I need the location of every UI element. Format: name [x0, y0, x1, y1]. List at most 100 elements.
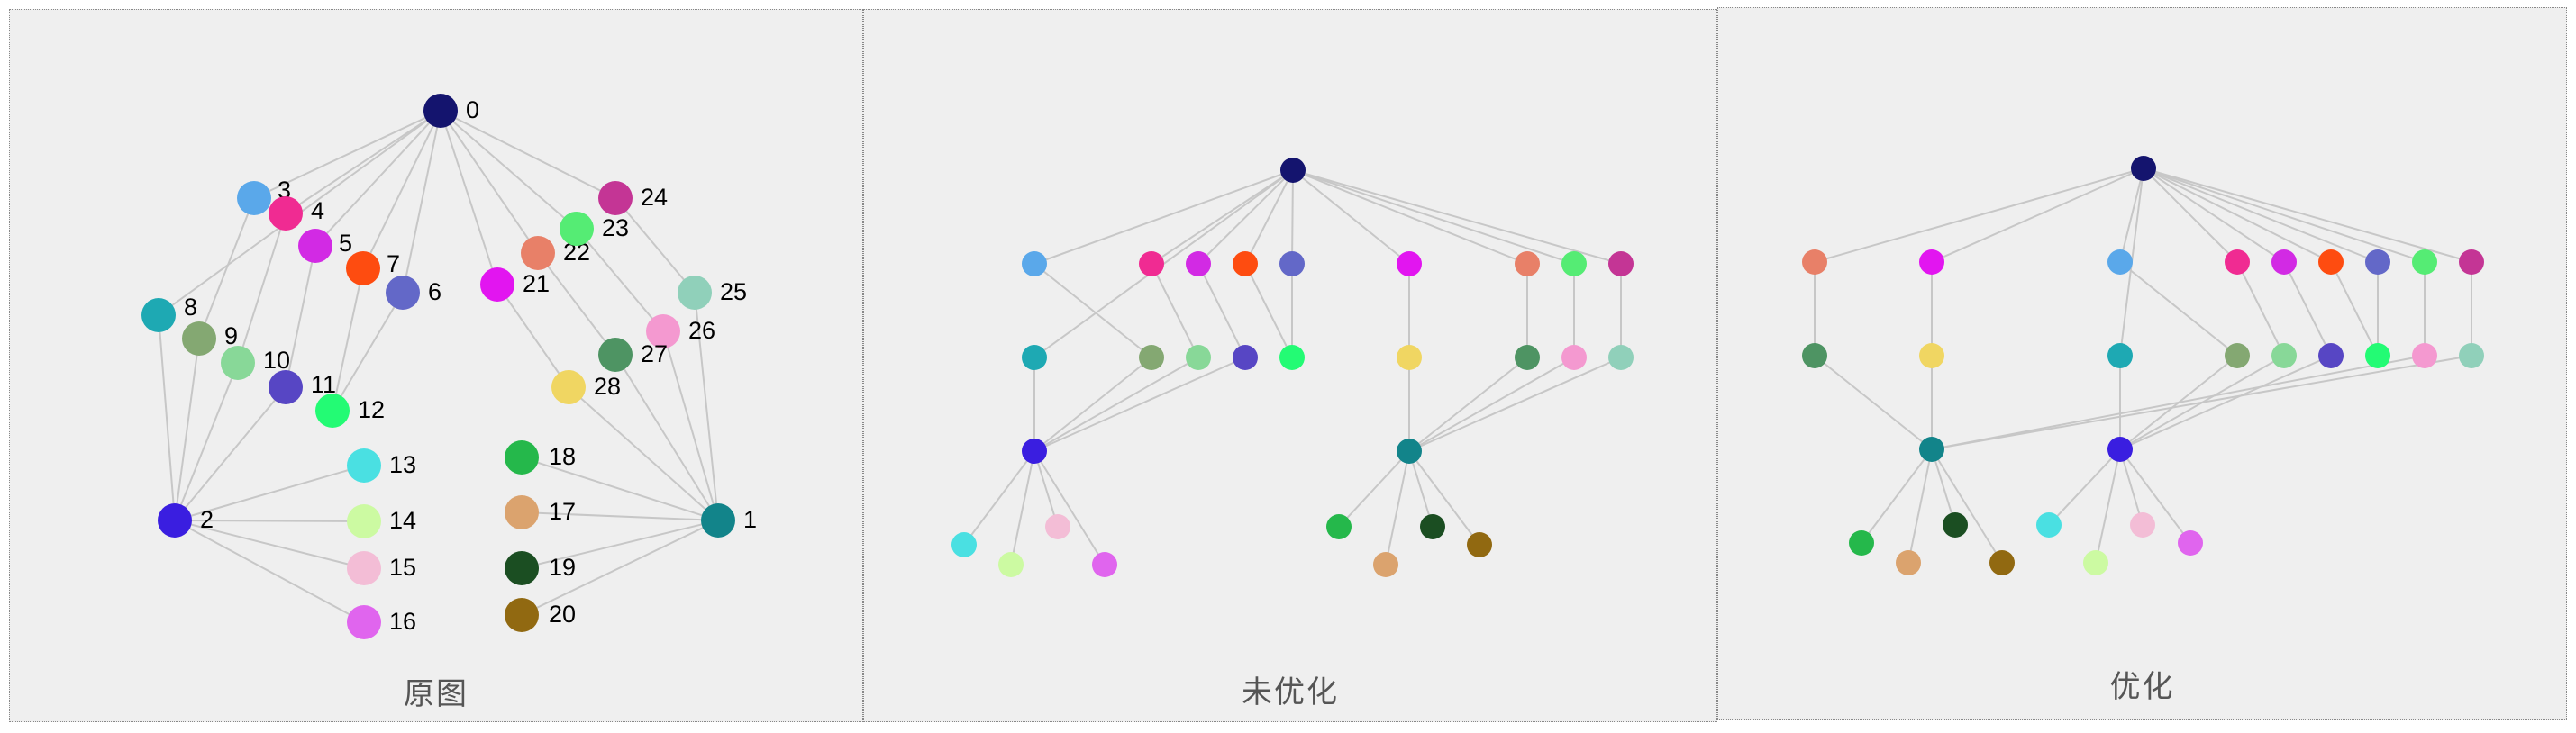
node-19: [505, 551, 539, 585]
node-21: [480, 267, 514, 302]
edge-2-13: [963, 450, 1035, 546]
edge-2-15: [174, 520, 365, 569]
node-7: [346, 251, 380, 285]
edge-24-25: [614, 197, 696, 294]
node-3: [237, 181, 271, 215]
edge-1-18: [521, 457, 719, 521]
edge-2-16: [2119, 448, 2191, 544]
node-22: [521, 236, 555, 270]
edge-1-17: [1385, 450, 1410, 566]
edge-2-16: [174, 520, 365, 623]
node-10: [1186, 345, 1211, 370]
edge-11-2: [174, 386, 287, 521]
node-15: [347, 551, 381, 585]
node-9: [2225, 343, 2250, 368]
edge-3-9: [198, 197, 255, 339]
node-2: [2107, 437, 2133, 462]
edge-2-15: [2119, 448, 2144, 526]
edge-26-1: [1408, 357, 1575, 452]
edge-5-11: [2283, 261, 2332, 357]
panel-title: 原图: [404, 676, 469, 712]
edge-4-10: [1151, 263, 1199, 358]
edge-2-14: [1010, 450, 1035, 566]
node-6: [2365, 249, 2390, 275]
edge-0-7: [1244, 169, 1294, 265]
edge-9-2: [1033, 357, 1152, 452]
node-22: [1802, 249, 1827, 275]
edge-0-5: [1197, 169, 1294, 265]
panel-optimized: 优化: [1717, 7, 2567, 720]
edge-1-20: [1931, 448, 2003, 564]
node-28: [551, 370, 586, 404]
edge-10-2: [174, 362, 239, 521]
node-5: [2271, 249, 2297, 275]
node-label-7: 7: [387, 250, 400, 277]
edge-2-14: [2095, 448, 2121, 564]
edge-1-17: [1907, 448, 1933, 564]
node-13: [2036, 512, 2062, 538]
node-11: [1233, 345, 1258, 370]
edge-27-1: [614, 354, 719, 521]
node-16: [2178, 530, 2203, 556]
edge-7-12: [332, 267, 364, 412]
node-28: [1397, 345, 1422, 370]
edge-11-2: [2119, 355, 2332, 450]
node-16: [347, 605, 381, 639]
node-4: [1139, 251, 1164, 276]
node-25: [678, 276, 712, 310]
edge-0-22: [1292, 169, 1528, 265]
edge-0-24: [440, 110, 616, 199]
edge-2-15: [1033, 450, 1059, 528]
node-13: [347, 448, 381, 483]
node-18: [1849, 530, 1874, 556]
edge-2-14: [174, 520, 365, 522]
node-27: [1802, 343, 1827, 368]
node-14: [347, 504, 381, 538]
node-label-25: 25: [720, 278, 747, 305]
node-14: [2083, 550, 2108, 575]
node-27: [598, 338, 633, 372]
node-label-18: 18: [549, 443, 576, 470]
node-9: [182, 321, 216, 356]
edge-1-19: [521, 520, 719, 569]
edge-0-5: [314, 110, 441, 247]
edge-0-22: [1814, 167, 2144, 263]
node-17: [1896, 550, 1921, 575]
edge-2-13: [174, 465, 365, 521]
node-23: [2412, 249, 2437, 275]
node-21: [1397, 251, 1422, 276]
node-8: [1022, 345, 1047, 370]
node-label-14: 14: [389, 507, 416, 534]
node-label-1: 1: [743, 506, 757, 533]
edge-0-21: [1931, 167, 2144, 263]
node-label-20: 20: [549, 601, 576, 628]
edge-8-2: [158, 314, 176, 521]
edge-26-1: [1931, 355, 2426, 450]
node-6: [1279, 251, 1305, 276]
node-21: [1919, 249, 1944, 275]
node-1: [1397, 439, 1422, 464]
node-13: [951, 532, 977, 557]
node-25: [2459, 343, 2484, 368]
node-7: [2318, 249, 2344, 275]
node-label-2: 2: [200, 506, 214, 533]
edge-0-5: [2143, 167, 2285, 263]
node-12: [1279, 345, 1305, 370]
node-label-6: 6: [428, 278, 441, 305]
graph-canvas: [1802, 156, 2484, 575]
edge-0-4: [2143, 167, 2238, 263]
node-18: [1326, 514, 1352, 539]
edge-0-3: [253, 110, 441, 199]
edge-27-1: [1814, 355, 1933, 450]
node-11: [269, 370, 303, 404]
edge-7-12: [2330, 261, 2379, 357]
node-label-23: 23: [602, 214, 629, 241]
node-27: [1515, 345, 1540, 370]
graph-canvas: [951, 158, 1634, 577]
edge-11-2: [1033, 357, 1246, 452]
node-2: [158, 503, 192, 538]
edge-22-27: [537, 252, 616, 356]
panel-title: 优化: [2109, 669, 2175, 705]
edge-5-11: [285, 245, 316, 388]
